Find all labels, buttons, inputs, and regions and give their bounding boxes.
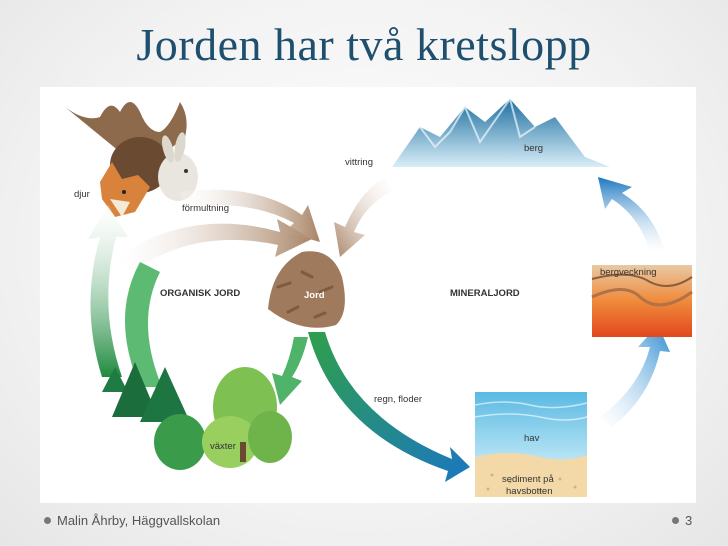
plants-illustration: [102, 362, 292, 470]
label-mineral-soil: MINERALJORD: [450, 288, 520, 299]
label-soil: Jord: [304, 290, 325, 301]
label-organic-soil: ORGANISK JORD: [160, 288, 240, 299]
label-animals: djur: [74, 189, 90, 200]
soil-pile: [268, 251, 345, 328]
footer-text: Malin Åhrby, Häggvallskolan: [57, 513, 221, 528]
label-decomposition: förmultning: [182, 203, 229, 214]
label-rain-rivers: regn, floder: [374, 394, 422, 405]
label-sediment-1: sediment på: [502, 474, 554, 485]
label-sediment-2: havsbotten: [506, 486, 552, 497]
animals-illustration: [65, 102, 198, 217]
soil-to-plants-arrow: [272, 337, 308, 405]
bullet-icon: [44, 517, 51, 524]
label-folding: bergveckning: [600, 267, 657, 278]
label-rock: berg: [524, 143, 543, 154]
label-sea: hav: [524, 433, 540, 444]
mountain-illustration: [392, 96, 610, 167]
folding-illustration: [591, 265, 693, 337]
decomposition-arrows: [118, 177, 392, 272]
sea-illustration: [474, 392, 588, 497]
cycle-diagram: djur förmultning vittring berg ORGANISK …: [40, 87, 696, 503]
page-number: 3: [672, 513, 692, 528]
slide-footer: Malin Åhrby, Häggvallskolan: [44, 513, 220, 528]
uplift-arrows: [598, 177, 670, 427]
slide-title: Jorden har två kretslopp: [136, 19, 592, 70]
rain-rivers-arrow: [308, 332, 470, 482]
cycle-diagram-graphic: djur förmultning vittring berg ORGANISK …: [65, 96, 693, 497]
bullet-icon: [672, 517, 679, 524]
label-plants: växter: [210, 441, 236, 452]
page-number-text: 3: [685, 513, 693, 528]
plants-to-animals-arrow: [88, 205, 162, 387]
label-weathering: vittring: [345, 157, 373, 168]
